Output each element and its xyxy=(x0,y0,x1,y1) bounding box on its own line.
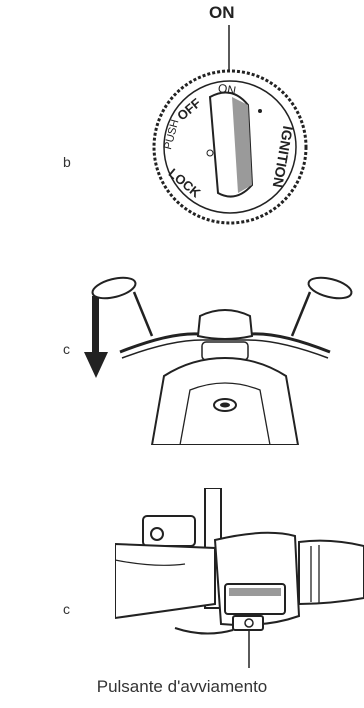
handlebar-tube xyxy=(115,544,215,618)
left-mirror xyxy=(90,274,137,302)
ignition-dial-illustration: ON OFF PUSH LOCK IGNITION xyxy=(140,25,330,225)
figure-c1-label: c xyxy=(63,341,70,357)
figure-c2-label: c xyxy=(63,601,70,617)
figure-b-label: b xyxy=(63,154,71,170)
grip xyxy=(299,541,364,604)
down-arrow-icon xyxy=(84,296,108,378)
starter-switch-illustration xyxy=(115,488,364,668)
starter-button-caption: Pulsante d'avviamento xyxy=(0,677,364,697)
scooter-front-illustration xyxy=(80,270,364,445)
on-callout-label: ON xyxy=(209,3,235,23)
starter-button-icon xyxy=(245,619,253,627)
right-mirror xyxy=(306,274,353,302)
